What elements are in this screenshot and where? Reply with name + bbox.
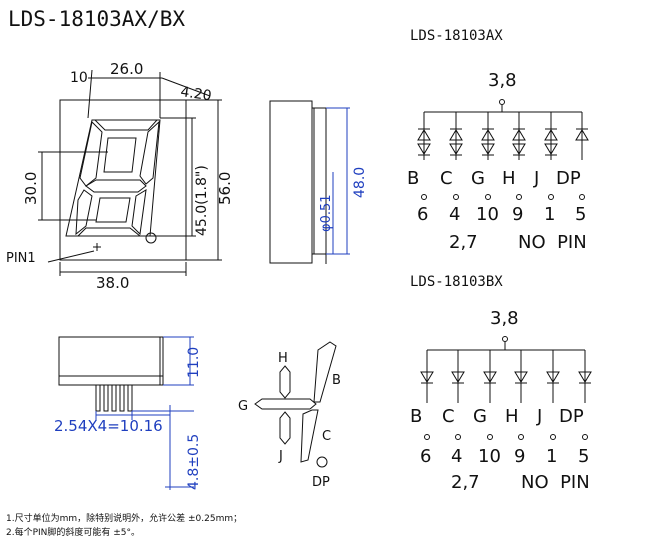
- circuit-ax-common: 3,8: [488, 70, 517, 91]
- circuit-ax-seg-h: H: [502, 168, 516, 189]
- note-1: 1.尺寸单位为mm，除特别说明外，允许公差 ±0.25mm；: [6, 512, 242, 524]
- seg-label-dp: DP: [312, 475, 330, 490]
- seg-label-b: B: [332, 373, 341, 388]
- bottom-body-outline: [58, 336, 164, 386]
- circuit-bx-diodes: [420, 350, 592, 403]
- bottom-view: 11.0 2.54X4=10.16 4.8±0.5: [54, 336, 202, 490]
- circuit-ax-footer-left: 2,7: [449, 232, 478, 253]
- pin1-marker: [93, 243, 101, 251]
- circuit-bx-seg-j: J: [536, 406, 542, 427]
- pin1-label: PIN1: [6, 251, 36, 266]
- circuit-bx-seg-c: C: [442, 406, 455, 427]
- circuit-ax-title: LDS-18103AX: [410, 28, 503, 44]
- circuit-bx-pin-4: 4: [451, 446, 462, 467]
- seg-label-h: H: [278, 351, 288, 366]
- seg-label-g: G: [238, 399, 248, 414]
- digit-hole-upper: [103, 137, 137, 173]
- circuit-bx-pin-5: 5: [578, 446, 589, 467]
- dim-10: 10: [70, 70, 88, 86]
- circuit-ax-seg-dp: DP: [556, 168, 581, 189]
- dim-30: 30.0: [22, 172, 40, 205]
- circuit-ax-footer-right: NO PIN: [518, 232, 587, 253]
- front-body-outline: [59, 99, 187, 261]
- circuit-ax-pin-10: 10: [476, 204, 499, 225]
- segment-upper-right: [139, 120, 160, 185]
- circuit-bx-footer-right: NO PIN: [521, 472, 590, 493]
- circuit-bx-common: 3,8: [490, 308, 519, 329]
- segment-lower-left: [75, 189, 93, 236]
- circuit-bx-seg-h: H: [505, 406, 519, 427]
- segment-upper-left: [79, 120, 103, 187]
- dim-48: 48.0: [352, 167, 368, 198]
- circuit-bx-seg-dp: DP: [559, 406, 584, 427]
- circuit-bx-pin-1: 1: [546, 446, 557, 467]
- dim-pitch: 2.54X4=10.16: [54, 417, 163, 435]
- circuit-bx-footer-left: 2,7: [451, 472, 480, 493]
- circuit-ax-seg-labels: B C G H J DP: [407, 168, 581, 189]
- dim-051: φ0.51: [319, 194, 334, 232]
- seg-B: [313, 341, 337, 403]
- seg-label-j: J: [278, 449, 283, 464]
- circuit-ax-seg-j: J: [533, 168, 539, 189]
- dim-38: 38.0: [96, 274, 129, 292]
- circuit-ax-pin-5: 5: [575, 204, 586, 225]
- segment-lower-right: [131, 189, 147, 236]
- segment-map: H B G C J DP: [238, 341, 341, 490]
- dim-11: 11.0: [186, 347, 202, 378]
- bottom-pins: [95, 384, 133, 412]
- seg-G: [254, 398, 317, 410]
- circuit-bx-pin-9: 9: [514, 446, 525, 467]
- segment-top: [93, 119, 159, 131]
- circuit-bx-pin-6: 6: [420, 446, 431, 467]
- seg-label-c: C: [322, 429, 331, 444]
- circuit-ax-pins: 6 4 10 9 1 5: [417, 194, 586, 225]
- dim-56: 56.0: [216, 172, 234, 205]
- digit-hole-lower: [95, 197, 131, 223]
- dim-48b: 4.8±0.5: [186, 434, 202, 490]
- circuit-bx-seg-b: B: [410, 406, 422, 427]
- seg-J: [279, 411, 291, 445]
- circuit-bx-seg-g: G: [473, 406, 487, 427]
- circuit-bx-title: LDS-18103BX: [410, 274, 503, 290]
- circuit-ax-diodes: [417, 112, 589, 160]
- circuit-bx: LDS-18103BX 3,8 B C G H J DP: [410, 274, 592, 493]
- circuit-bx-pin-10: 10: [478, 446, 501, 467]
- circuit-ax: LDS-18103AX 3,8 B C: [407, 28, 589, 253]
- dim-420: 4.20: [179, 84, 212, 104]
- decimal-point: [145, 232, 157, 244]
- circuit-ax-seg-b: B: [407, 168, 419, 189]
- page-title: LDS-18103AX/BX: [8, 7, 185, 31]
- circuit-ax-pin-6: 6: [417, 204, 428, 225]
- segment-bottom: [76, 227, 142, 237]
- circuit-ax-seg-g: G: [471, 168, 485, 189]
- circuit-bx-seg-labels: B C G H J DP: [410, 406, 584, 427]
- circuit-ax-pin-9: 9: [512, 204, 523, 225]
- segment-middle: [85, 179, 147, 193]
- seg-DP: [316, 456, 328, 468]
- circuit-ax-pin-4: 4: [449, 204, 460, 225]
- dim-45: 45.0(1.8"): [194, 165, 210, 236]
- side-view: φ0.51 48.0: [269, 100, 368, 264]
- seg-C: [300, 409, 319, 463]
- circuit-ax-pin-1: 1: [544, 204, 555, 225]
- circuit-ax-seg-c: C: [440, 168, 453, 189]
- seg-H: [279, 365, 291, 399]
- front-view: 10 26.0 4.20 30.0 45.0(1.8") 56.0 38.0 P…: [6, 60, 234, 292]
- dim-26: 26.0: [110, 60, 143, 78]
- circuit-bx-pins: 6 4 10 9 1 5: [420, 434, 589, 467]
- note-2: 2.每个PIN脚的斜度可能有 ±5°。: [6, 526, 140, 538]
- side-body-outline: [269, 100, 313, 264]
